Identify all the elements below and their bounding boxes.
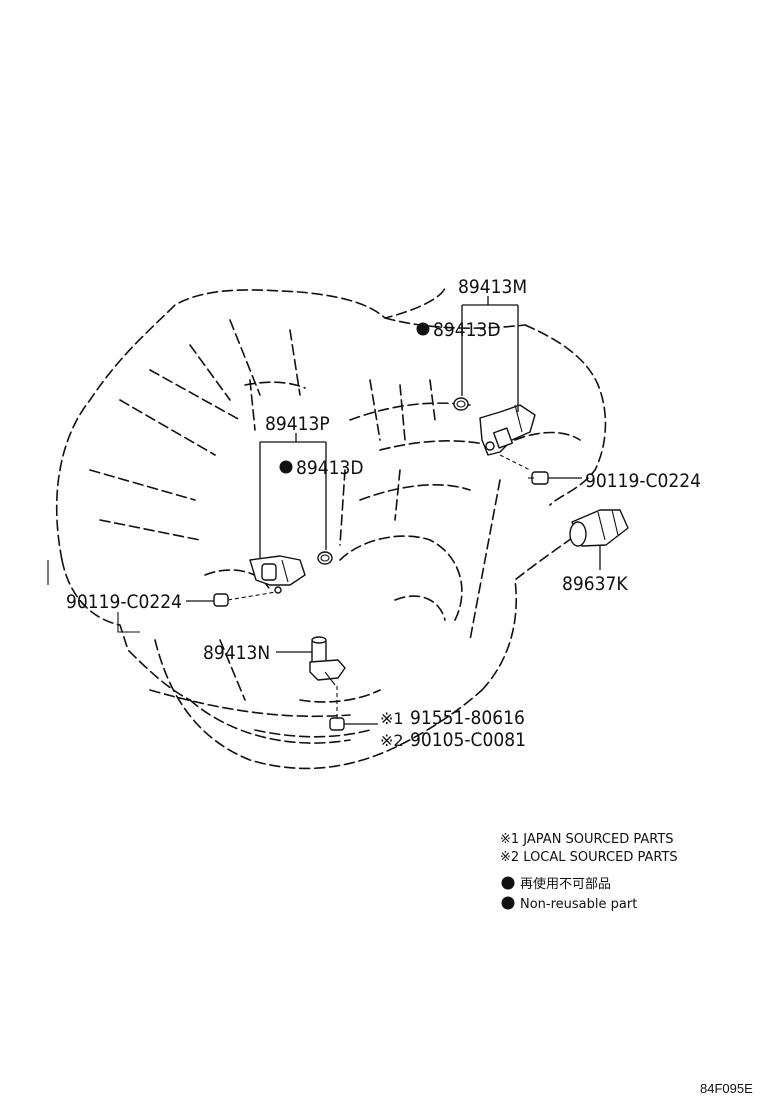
o-ring-middle[interactable]: [317, 551, 333, 565]
source-mark-2: ※2: [380, 731, 404, 750]
pressure-switch-89637K[interactable]: [569, 509, 629, 547]
leader-lines: [186, 296, 601, 725]
bullet-dot-icon: [501, 876, 515, 890]
bolt-91551-90105[interactable]: [329, 686, 345, 731]
label-90119-left[interactable]: 90119-C0224: [66, 591, 182, 613]
legend-local-sourced: ※2 LOCAL SOURCED PARTS: [500, 850, 678, 865]
bullet-dot-icon: [501, 896, 515, 910]
speed-sensor-89413M[interactable]: [479, 404, 536, 456]
label-89413M[interactable]: 89413M: [458, 276, 527, 298]
label-89413P[interactable]: 89413P: [265, 413, 330, 435]
o-ring-upper[interactable]: [453, 397, 469, 411]
speed-sensor-89413P[interactable]: [249, 555, 306, 594]
bullet-dot-icon: [279, 460, 293, 474]
speed-sensor-89413N[interactable]: [309, 636, 346, 686]
label-89637K[interactable]: 89637K: [562, 573, 628, 595]
bolt-90119-left[interactable]: [213, 591, 277, 607]
label-90105[interactable]: 90105-C0081: [410, 729, 526, 751]
bolt-90119-right[interactable]: [499, 454, 549, 485]
label-90119-right[interactable]: 90119-C0224: [585, 470, 701, 492]
bullet-dot-icon: [416, 322, 430, 336]
legend-nonreusable-en: Non-reusable part: [520, 897, 637, 912]
legend-nonreusable-jp: 再使用不可部品: [520, 876, 611, 892]
transmission-housing: [47, 287, 607, 770]
label-89413D-mid[interactable]: 89413D: [296, 457, 364, 479]
source-mark-1: ※1: [380, 709, 404, 728]
label-89413D-top[interactable]: 89413D: [433, 319, 501, 341]
legend-japan-sourced: ※1 JAPAN SOURCED PARTS: [500, 832, 674, 847]
label-91551[interactable]: 91551-80616: [410, 707, 525, 729]
diagram-code: 84F095E: [700, 1081, 753, 1096]
legend: ※1 JAPAN SOURCED PARTS ※2 LOCAL SOURCED …: [500, 832, 678, 912]
label-89413N[interactable]: 89413N: [203, 642, 270, 664]
